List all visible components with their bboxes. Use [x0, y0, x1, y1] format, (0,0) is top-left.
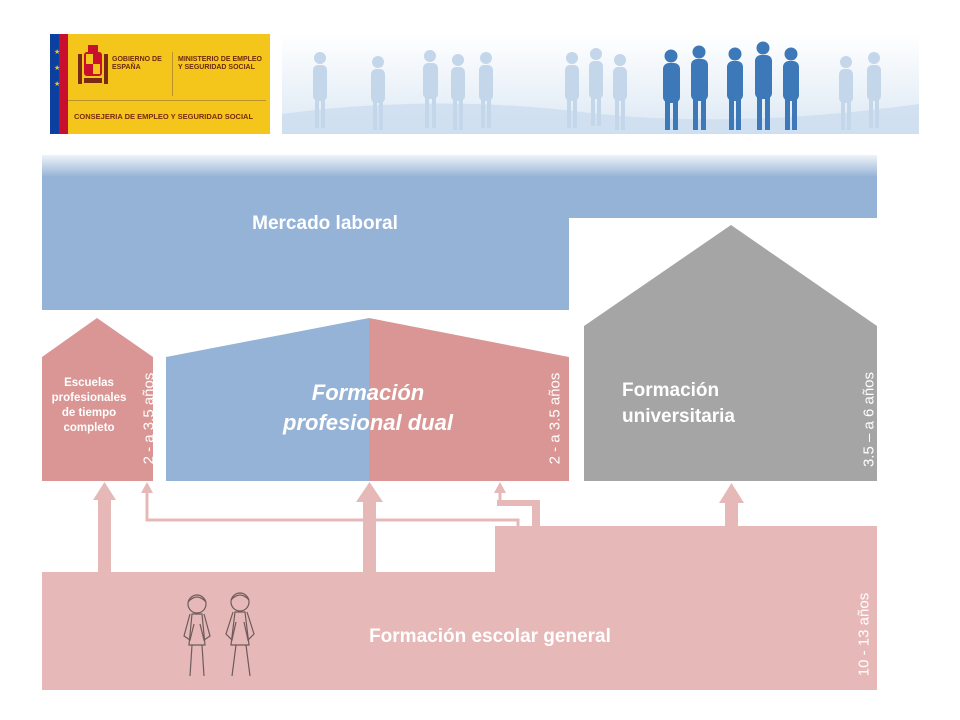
escuelas-label: Escuelas profesionales de tiempo complet… [51, 377, 127, 434]
dual-right-half [369, 318, 569, 481]
connector-thin-line [145, 490, 520, 526]
consejeria-label: CONSEJERIA DE EMPLEO Y SEGURIDAD SOCIAL [74, 112, 254, 121]
escolar-general-duration: 10 - 13 años [855, 592, 873, 677]
thin-arrow-head-dual [494, 482, 506, 493]
gobierno-label: GOBIERNO DE ESPAÑA [112, 56, 162, 71]
mercado-laboral-block [42, 155, 877, 310]
dual-left-half [166, 318, 369, 481]
svg-text:★: ★ [54, 48, 60, 56]
mercado-laboral-label: Mercado laboral [252, 213, 398, 234]
dual-arrow-head [356, 482, 383, 502]
thin-arrow-head-escuelas [141, 482, 153, 493]
logo-divider-vertical [172, 52, 173, 96]
people-banner-image [282, 34, 919, 134]
escolar-general-label: Formación escolar general [369, 626, 611, 647]
ministerio-label: MINISTERIO DE EMPLEO Y SEGURIDAD SOCIAL [178, 56, 263, 71]
dual-label: Formación profesional dual [283, 380, 453, 435]
children-sketch-icon [183, 592, 255, 677]
universitaria-duration: 3.5 – a 6 años [860, 371, 878, 468]
connector-right-horizontal [497, 500, 540, 506]
mercado-laboral-fade [42, 155, 877, 177]
escuelas-house [42, 318, 153, 481]
svg-text:★: ★ [54, 64, 60, 72]
svg-text:★: ★ [54, 80, 60, 88]
escuelas-arrow-shaft [98, 500, 111, 572]
dual-arrow-shaft [363, 502, 376, 572]
eu-flag-icon: ★ ★ ★ [50, 34, 68, 134]
escuelas-arrow-head [93, 482, 116, 500]
universitaria-arrow-head [719, 483, 744, 503]
connector-right-vertical [532, 500, 540, 526]
ministry-logo: ★ ★ ★ GOBIERNO DE ESPAÑA MINISTERIO DE E… [50, 34, 270, 134]
universitaria-house [584, 225, 877, 481]
coat-of-arms-icon [78, 45, 108, 84]
universitaria-label: Formación universitaria [622, 380, 735, 427]
escuelas-duration: 2 - a 3.5 años [140, 372, 158, 465]
dual-duration: 2 - a 3.5 años [546, 372, 564, 465]
universitaria-arrow-shaft [725, 502, 738, 526]
escolar-general-block [42, 526, 877, 690]
logo-divider [68, 100, 266, 101]
